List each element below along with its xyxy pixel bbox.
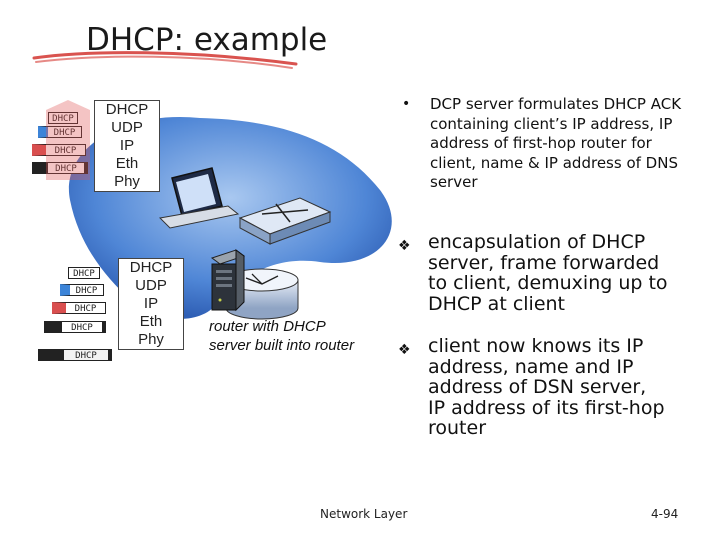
- client-packet-dhcp: DHCP: [48, 112, 78, 124]
- switch-icon: [238, 197, 332, 245]
- client-protocol-stack: DHCP UDP IP Eth Phy: [94, 100, 160, 192]
- server-icon: [210, 249, 246, 312]
- client-packet-udp-label: DHCP: [53, 128, 76, 138]
- title-underline: [32, 51, 298, 69]
- footer-section-title: Network Layer: [320, 507, 408, 521]
- client-packet-ip: DHCP: [32, 144, 86, 156]
- bullet-text-3: client now knows its IP address, name an…: [428, 335, 665, 439]
- client-packet-eth-label: DHCP: [55, 164, 77, 174]
- client-stack-udp: UDP: [111, 119, 143, 136]
- client-stack-eth: Eth: [115, 155, 139, 172]
- server-stack-eth: Eth: [139, 313, 163, 330]
- bullet-text-1: DCP server formulates DHCP ACK containin…: [430, 95, 682, 191]
- server-stack-phy: Phy: [138, 331, 164, 348]
- client-stack-ip: IP: [119, 137, 135, 154]
- bullet-dot-1: •: [402, 96, 411, 112]
- client-stack-phy: Phy: [114, 173, 140, 190]
- server-packet-ip: DHCP: [52, 302, 106, 314]
- bullet-diamond-3: ❖: [398, 342, 411, 358]
- server-stack-dhcp: DHCP: [129, 259, 173, 276]
- server-packet-phy-label: DHCP: [75, 351, 97, 361]
- server-stack-udp: UDP: [135, 277, 167, 294]
- footer-page-number: 4-94: [651, 507, 679, 521]
- client-stack-dhcp: DHCP: [105, 101, 149, 118]
- client-packet-udp: DHCP: [38, 126, 82, 138]
- client-flow-arrow: [46, 100, 90, 180]
- server-packet-ip-label: DHCP: [74, 304, 97, 314]
- server-packet-udp-label: DHCP: [75, 286, 98, 296]
- server-packet-udp: DHCP: [60, 284, 104, 296]
- bullet-encapsulation: ❖ encapsulation of DHCP server, frame fo…: [398, 231, 668, 315]
- server-packet-dhcp: DHCP: [68, 267, 100, 279]
- server-packet-eth-label: DHCP: [71, 323, 93, 333]
- client-packet-eth: DHCP: [32, 162, 88, 174]
- router-caption: router with DHCP server built into route…: [209, 318, 355, 354]
- server-packet-eth: DHCP: [44, 321, 106, 333]
- server-protocol-stack: DHCP UDP IP Eth Phy: [118, 258, 184, 350]
- bullet-client-knows: ❖ client now knows its IP address, name …: [398, 335, 668, 439]
- bullet-dhcp-ack: • DCP server formulates DHCP ACK contain…: [402, 95, 690, 193]
- client-packet-ip-label: DHCP: [54, 146, 77, 156]
- bullet-diamond-2: ❖: [398, 238, 411, 254]
- server-stack-ip: IP: [143, 295, 159, 312]
- bullet-text-2: encapsulation of DHCP server, frame forw…: [428, 231, 668, 315]
- laptop-icon: [158, 167, 240, 229]
- server-packet-phy: DHCP: [38, 349, 112, 361]
